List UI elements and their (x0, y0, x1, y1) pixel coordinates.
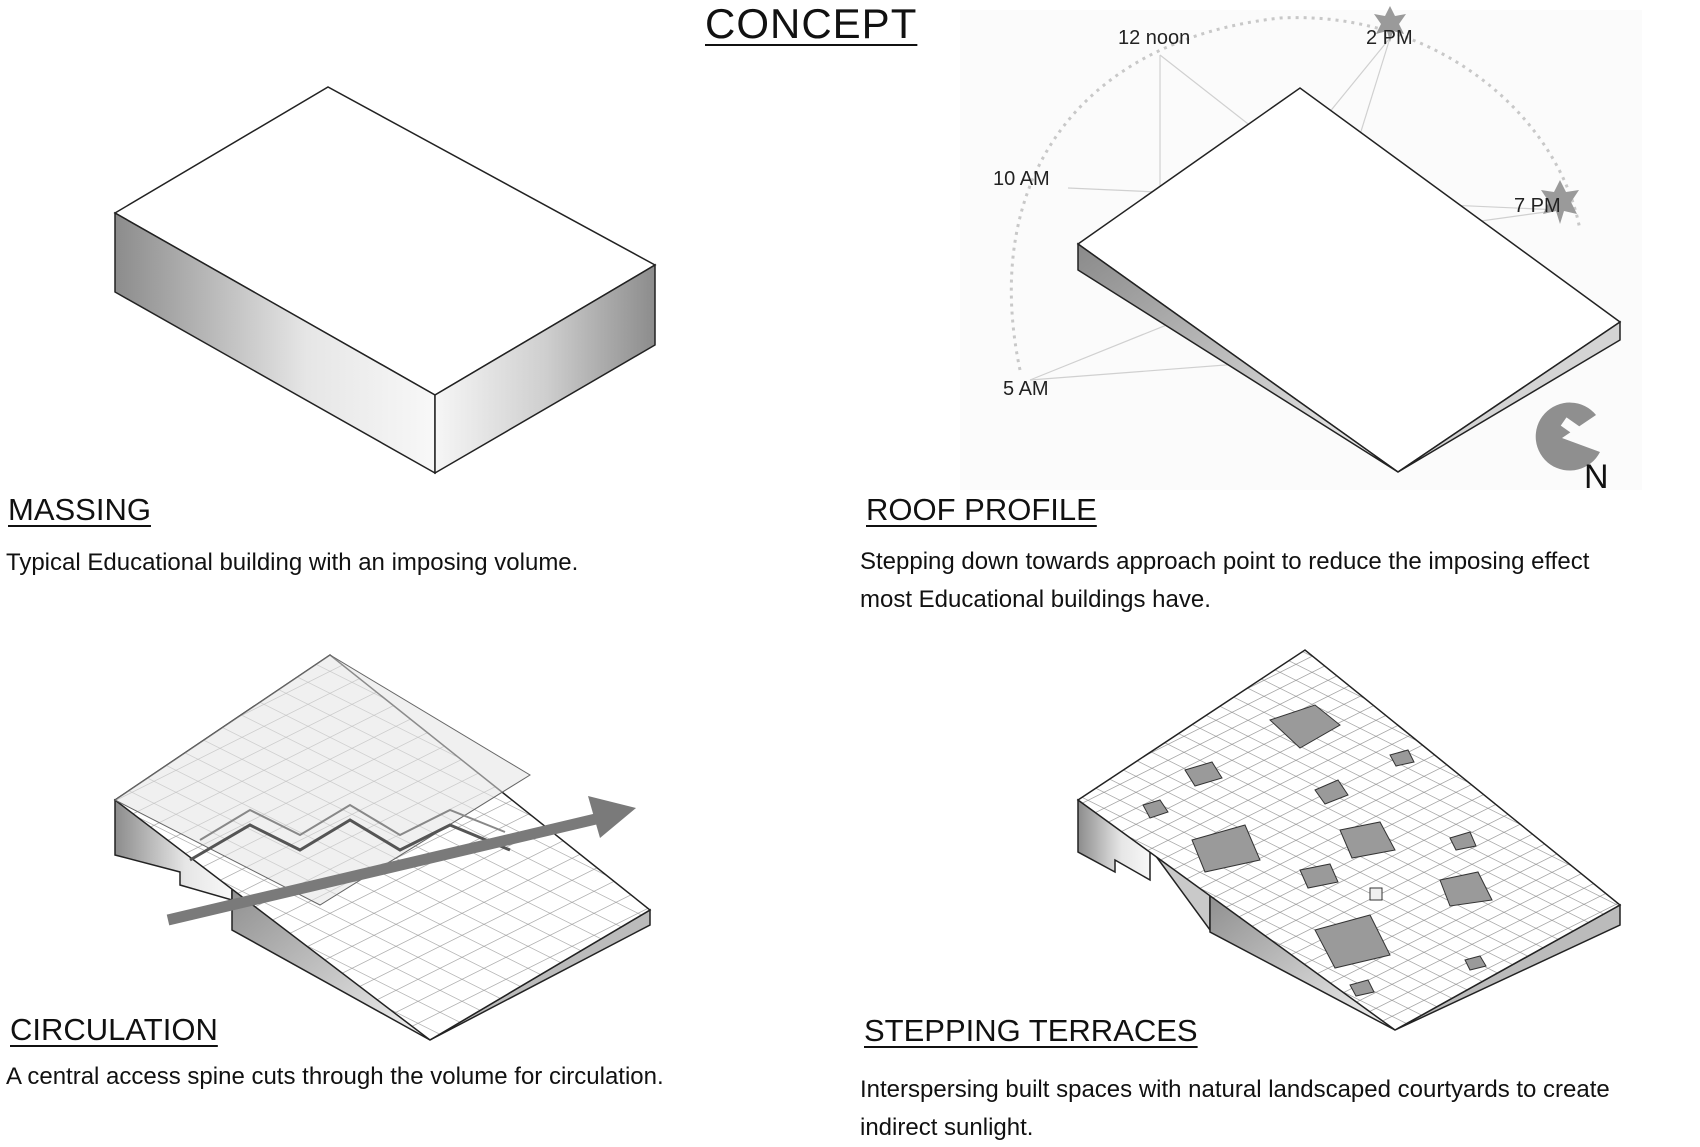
page-title: CONCEPT (705, 0, 918, 47)
sun-time-noon: 12 noon (1118, 27, 1190, 49)
sun-icon-2pm (1374, 6, 1406, 42)
stepping-terraces-caption-line2: indirect sunlight. (860, 1114, 1034, 1141)
north-arrow-icon (1535, 402, 1600, 471)
sun-time-10am: 10 AM (993, 168, 1050, 190)
sun-time-5am: 5 AM (1003, 378, 1049, 400)
roof-profile-caption-line2: most Educational buildings have. (860, 586, 1211, 613)
massing-caption: Typical Educational building with an imp… (6, 549, 579, 576)
stepping-terraces-caption-line1: Interspersing built spaces with natural … (860, 1076, 1610, 1103)
circulation-heading: CIRCULATION (10, 1012, 218, 1047)
circulation-caption: A central access spine cuts through the … (6, 1063, 664, 1090)
circulation-arrow-icon (166, 796, 636, 926)
massing-box (113, 86, 657, 475)
stepping-terraces-heading: STEPPING TERRACES (864, 1013, 1198, 1048)
massing-heading: MASSING (8, 492, 151, 527)
roof-profile-heading: ROOF PROFILE (866, 492, 1097, 527)
roof-profile-caption-line1: Stepping down towards approach point to … (860, 548, 1590, 575)
circulation-diagram (113, 654, 652, 1041)
courtyard-openings (1142, 704, 1493, 997)
sun-time-7pm: 7 PM (1514, 195, 1561, 217)
roof-profile-diagram: 5 AM 10 AM 12 noon 2 PM 7 PM N (960, 6, 1642, 496)
stepping-terraces-diagram (1076, 649, 1622, 1031)
north-label: N (1584, 458, 1609, 496)
sun-icon-7pm (1541, 180, 1579, 224)
sun-time-2pm: 2 PM (1366, 27, 1413, 49)
